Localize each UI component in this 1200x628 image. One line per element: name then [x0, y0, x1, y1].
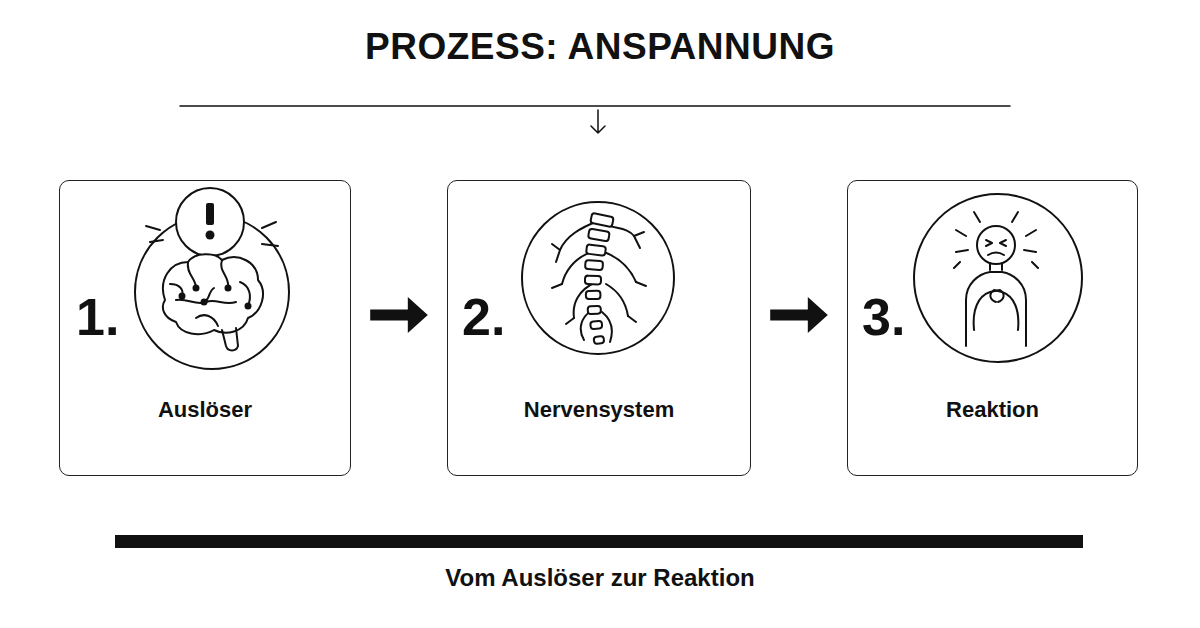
step-label: Reaktion	[848, 397, 1137, 423]
vertebra	[590, 213, 614, 227]
vertebra	[588, 229, 610, 242]
bottom-bar	[115, 535, 1083, 548]
vertebra	[593, 336, 604, 344]
person-icon	[914, 194, 1082, 362]
arrow-head	[808, 297, 828, 333]
process-box: 3. Reaktion	[847, 180, 1138, 476]
step-number: 1.	[76, 291, 119, 343]
vertebra	[586, 244, 606, 256]
title-rule	[180, 105, 1010, 107]
vertebra	[585, 276, 601, 285]
arrow-shaft	[770, 310, 810, 321]
spine-icon	[522, 202, 674, 354]
step-number: 2.	[462, 291, 505, 343]
diagram-title: PROZESS: ANSPANNUNG	[0, 26, 1200, 68]
diagram-caption: Vom Auslöser zur Reaktion	[0, 564, 1200, 592]
vertebra	[585, 260, 603, 270]
arrow-head	[408, 297, 428, 333]
brain-icon	[135, 188, 289, 369]
flow-arrow	[770, 297, 828, 333]
step-label: Auslöser	[60, 397, 350, 423]
flow-arrow	[370, 297, 428, 333]
vertebra	[586, 291, 601, 299]
down-arrow	[591, 110, 605, 133]
step-label: Nervensystem	[448, 397, 750, 423]
vertebra	[590, 321, 602, 329]
process-box: 1. Auslöser	[59, 180, 351, 476]
vertebra	[588, 306, 601, 314]
arrow-shaft	[370, 310, 410, 321]
process-box: 2. Nervensystem	[447, 180, 751, 476]
step-number: 3.	[862, 291, 905, 343]
